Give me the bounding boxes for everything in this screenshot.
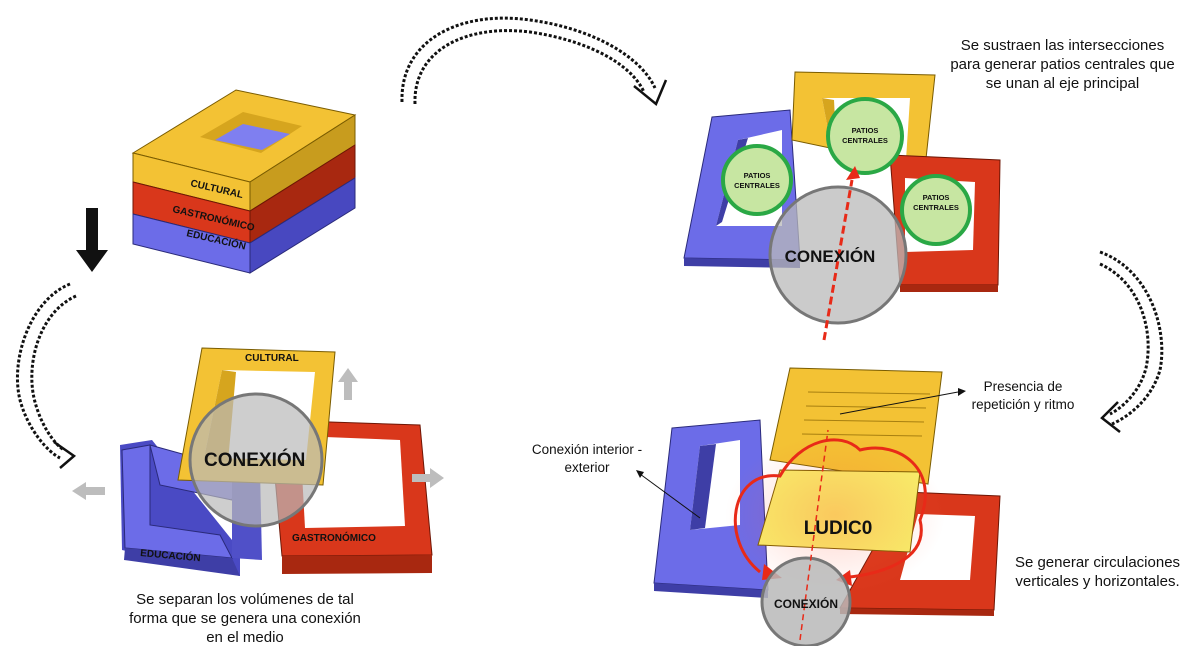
note-presencia-line-2: repetición y ritmo xyxy=(971,397,1075,412)
caption-subtracted: Se sustraen las intersecciones para gene… xyxy=(930,36,1195,93)
label-ludico: LUDIC0 xyxy=(804,518,873,539)
label-cultural-sep: CULTURAL xyxy=(245,353,299,364)
label-conexion-sub: CONEXIÓN xyxy=(785,247,876,266)
caption-separated-line-3: en el medio xyxy=(206,629,284,646)
caption-separated-line-1: Se separan los volúmenes de tal xyxy=(136,591,354,608)
note-conexion-interior-line-1: Conexión interior - xyxy=(531,442,643,457)
patio-label-right-2: CENTRALES xyxy=(913,203,959,212)
arrow-up-icon xyxy=(338,368,358,400)
stacked-block: CULTURAL GASTRONÓMICO EDUCACIÓN xyxy=(131,89,357,274)
subtracted-volumes: PATIOS CENTRALES PATIOS CENTRALES PATIOS… xyxy=(683,71,1001,341)
patio-label-top-2: CENTRALES xyxy=(842,136,888,145)
caption-separated-line-2: forma que se genera una conexión xyxy=(129,610,361,627)
patio-label-right: PATIOS xyxy=(923,193,950,202)
caption-final: Se generar circulaciones verticales y ho… xyxy=(1000,553,1195,591)
label-conexion-sep: CONEXIÓN xyxy=(204,449,305,471)
patio-label-top: PATIOS xyxy=(852,126,879,135)
note-presencia-line-1: Presencia de xyxy=(983,379,1063,394)
flow-arrow-top xyxy=(400,16,668,107)
down-arrow-icon xyxy=(76,208,108,272)
caption-final-line-2: verticales y horizontales. xyxy=(1015,573,1180,590)
patio-label-left-2: CENTRALES xyxy=(734,181,780,190)
caption-separated: Se separan los volúmenes de tal forma qu… xyxy=(95,590,395,647)
note-conexion-interior: Conexión interior - exterior xyxy=(512,441,662,477)
flow-arrow-left xyxy=(15,282,77,469)
caption-final-line-1: Se generar circulaciones xyxy=(1014,554,1181,571)
separated-volumes: CULTURAL CONEXIÓN EDUCACIÓN GASTRONÓMICO xyxy=(120,347,433,576)
label-conexion-final: CONEXIÓN xyxy=(774,596,838,611)
label-gastronomico-sep: GASTRONÓMICO xyxy=(292,531,376,544)
flow-arrow-right xyxy=(1099,250,1164,433)
arrow-right-icon xyxy=(412,468,444,488)
final-volumes: LUDIC0 CONEXIÓN xyxy=(636,367,1001,646)
note-presencia: Presencia de repetición y ritmo xyxy=(948,378,1098,414)
patio-label-left: PATIOS xyxy=(744,171,771,180)
caption-subtracted-line-2: para generar patios centrales que xyxy=(950,56,1175,73)
arrow-left-icon xyxy=(72,482,105,500)
note-conexion-interior-line-2: exterior xyxy=(564,460,610,475)
caption-subtracted-line-1: Se sustraen las intersecciones xyxy=(960,37,1165,54)
caption-subtracted-line-3: se unan al eje principal xyxy=(985,75,1140,92)
